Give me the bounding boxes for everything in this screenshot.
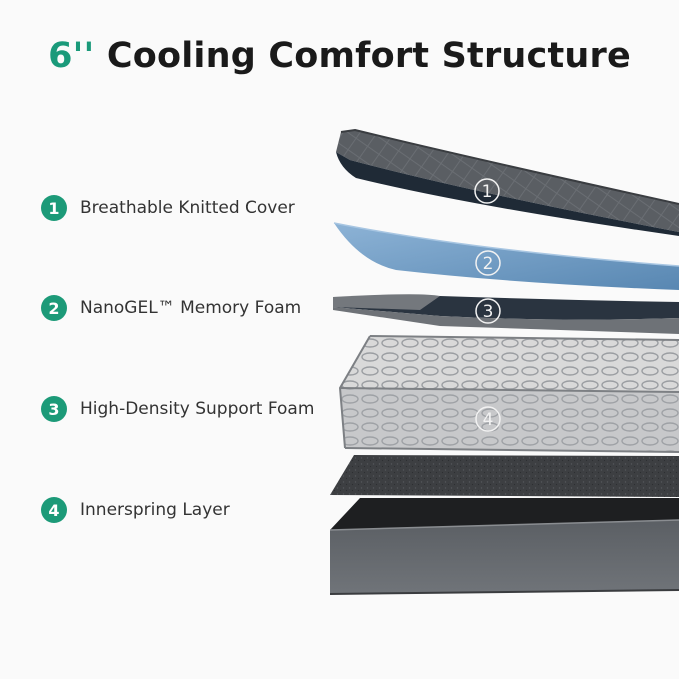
legend-label: Innerspring Layer — [80, 500, 230, 520]
layer-marker-4: 4 — [475, 406, 501, 432]
svg-text:2: 2 — [483, 254, 494, 274]
cover-layer — [336, 128, 679, 236]
page-title: 6'' Cooling Comfort Structure — [0, 36, 679, 76]
svg-text:1: 1 — [482, 182, 493, 202]
legend-item-innerspring: 4 Innerspring Layer — [41, 497, 230, 523]
innerspring-layer — [338, 335, 679, 453]
felt-pad-layer — [330, 455, 679, 497]
layer-badge: 2 — [41, 295, 67, 321]
layer-marker-3: 3 — [475, 298, 501, 324]
layer-badge: 1 — [41, 195, 67, 221]
legend-label: NanoGEL™ Memory Foam — [80, 298, 302, 318]
legend-item-cover: 1 Breathable Knitted Cover — [41, 195, 295, 221]
svg-text:3: 3 — [483, 302, 494, 322]
gel-foam-layer — [333, 222, 679, 290]
legend-item-support-foam: 3 High-Density Support Foam — [41, 396, 314, 422]
mattress-base — [329, 498, 679, 595]
layer-marker-1: 1 — [474, 178, 500, 204]
support-foam-layer — [333, 294, 679, 334]
title-accent: 6'' — [48, 36, 95, 76]
legend-item-nanogel: 2 NanoGEL™ Memory Foam — [41, 295, 301, 321]
title-text: Cooling Comfort Structure — [106, 36, 631, 76]
svg-text:4: 4 — [483, 410, 494, 430]
layer-badge: 4 — [41, 497, 67, 523]
legend-label: Breathable Knitted Cover — [80, 198, 295, 218]
layer-marker-2: 2 — [475, 250, 501, 276]
layer-badge: 3 — [41, 396, 67, 422]
legend-label: High-Density Support Foam — [80, 399, 315, 419]
